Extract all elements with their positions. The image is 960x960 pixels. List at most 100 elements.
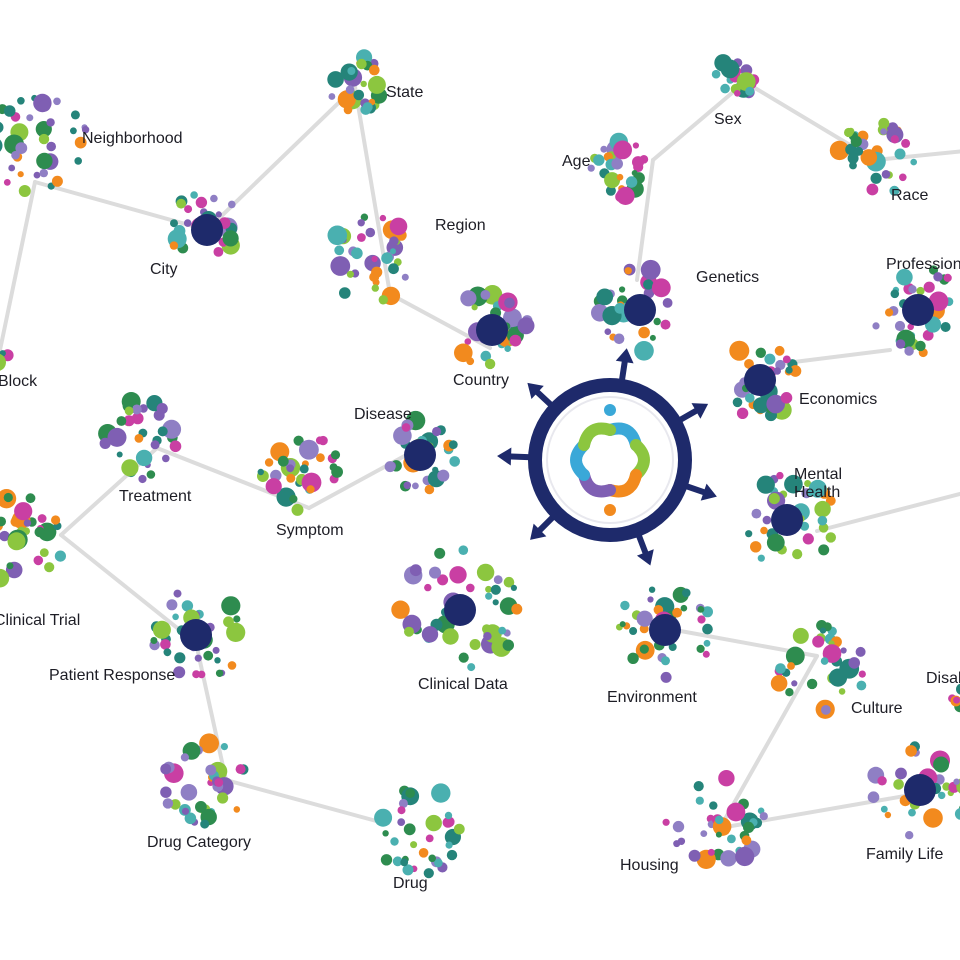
cluster-dot	[881, 170, 891, 179]
cluster-mental-health[interactable]	[745, 471, 836, 562]
cluster-dot	[720, 850, 737, 867]
cluster-dot	[880, 805, 888, 813]
cluster-dot	[327, 225, 348, 246]
label-drug[interactable]: Drug	[393, 875, 428, 893]
cluster-dot	[160, 639, 171, 650]
label-neighborhood[interactable]: Neighborhood	[82, 130, 183, 148]
label-symptom[interactable]: Symptom	[276, 522, 344, 540]
cluster-dot	[922, 329, 934, 341]
cluster-block[interactable]	[0, 343, 14, 390]
label-sex[interactable]: Sex	[714, 111, 742, 129]
cluster-disability[interactable]	[948, 670, 960, 713]
label-age[interactable]: Age	[562, 153, 590, 171]
cluster-dot	[131, 404, 142, 415]
cluster-clinical-data[interactable]	[391, 545, 523, 672]
node-hub-city[interactable]	[191, 214, 223, 246]
node-hub-economics[interactable]	[744, 364, 776, 396]
cluster-drug[interactable]	[374, 783, 465, 879]
cluster-dot	[649, 334, 656, 341]
label-environment[interactable]: Environment	[607, 689, 697, 707]
node-hub-profession[interactable]	[902, 294, 934, 326]
node-hub-clinical-data[interactable]	[444, 594, 476, 626]
cluster-housing[interactable]	[662, 770, 768, 870]
label-housing[interactable]: Housing	[620, 857, 679, 875]
cluster-age[interactable]	[587, 132, 649, 205]
cluster-dot	[432, 426, 442, 437]
label-culture[interactable]: Culture	[851, 700, 903, 718]
cluster-dot	[360, 213, 369, 221]
cluster-dot	[492, 599, 499, 606]
label-city[interactable]: City	[150, 261, 178, 279]
label-disability[interactable]: Disability	[926, 670, 960, 688]
cluster-dot	[915, 340, 926, 352]
cluster-city[interactable]	[167, 191, 240, 257]
cluster-sex[interactable]	[711, 54, 760, 99]
cluster-state[interactable]	[327, 49, 388, 115]
cluster-dot	[697, 615, 706, 624]
cluster-dot	[18, 185, 31, 197]
node-hub-disease[interactable]	[404, 439, 436, 471]
node-hub-genetics[interactable]	[624, 294, 656, 326]
cluster-dot	[483, 632, 492, 641]
cluster-disease[interactable]	[384, 410, 461, 495]
cluster-dot	[899, 173, 907, 182]
cluster-dot	[449, 456, 461, 467]
cluster-dot	[369, 272, 380, 282]
node-hub-mental-health[interactable]	[771, 504, 803, 536]
cluster-region[interactable]	[327, 213, 409, 306]
label-line: Environment	[607, 689, 697, 706]
label-disease[interactable]: Disease	[354, 406, 412, 424]
cluster-dot	[677, 837, 686, 845]
cluster-dot	[707, 848, 715, 856]
cluster-dot	[482, 285, 503, 305]
label-genetics[interactable]: Genetics	[696, 269, 759, 287]
label-family-life[interactable]: Family Life	[866, 846, 943, 864]
cluster-dot	[405, 788, 416, 798]
label-treatment[interactable]: Treatment	[119, 488, 191, 506]
cluster-dot	[46, 118, 55, 127]
label-region[interactable]: Region	[435, 217, 486, 235]
cluster-dot	[736, 72, 756, 91]
cluster-dot	[638, 326, 650, 339]
cluster-dot	[444, 811, 453, 820]
cluster-dot	[755, 347, 766, 358]
label-clinical-trial[interactable]: Clinical Trial	[0, 612, 80, 630]
label-profession[interactable]: Profession	[886, 256, 960, 274]
cluster-race[interactable]	[829, 117, 917, 196]
label-block[interactable]: Block	[0, 373, 37, 391]
label-economics[interactable]: Economics	[799, 391, 877, 409]
node-hub-patient-response[interactable]	[180, 619, 212, 651]
cluster-dot	[907, 323, 914, 331]
label-drug-category[interactable]: Drug Category	[147, 834, 251, 852]
node-hub-family-life[interactable]	[904, 774, 936, 806]
cluster-dot	[228, 200, 236, 209]
cluster-dot	[180, 753, 189, 762]
node-hub-environment[interactable]	[649, 614, 681, 646]
cluster-profession[interactable]	[872, 265, 954, 358]
cluster-patient-response[interactable]	[149, 589, 246, 679]
cluster-dot	[702, 623, 713, 635]
label-country[interactable]: Country	[453, 372, 509, 390]
cluster-treatment[interactable]	[98, 392, 182, 484]
node-hub-country[interactable]	[476, 314, 508, 346]
cluster-genetics[interactable]	[591, 259, 673, 361]
cluster-dot	[301, 472, 322, 493]
label-clinical-data[interactable]: Clinical Data	[418, 676, 508, 694]
cluster-economics[interactable]	[729, 340, 802, 422]
cluster-clinical-trial[interactable]	[0, 489, 66, 588]
cluster-family-life[interactable]	[867, 741, 960, 840]
cluster-symptom[interactable]	[257, 435, 343, 516]
label-patient-response[interactable]: Patient Response	[49, 667, 175, 685]
cluster-dot	[170, 219, 178, 228]
cluster-dot	[412, 482, 419, 490]
cluster-drug-category[interactable]	[160, 733, 249, 829]
cluster-dot	[787, 662, 795, 670]
cluster-culture[interactable]	[770, 620, 867, 719]
cluster-country[interactable]	[454, 285, 535, 370]
cluster-environment[interactable]	[616, 586, 713, 683]
label-state[interactable]: State	[386, 84, 423, 102]
cluster-neighborhood[interactable]	[0, 93, 90, 197]
central-hub[interactable]	[528, 378, 692, 542]
label-race[interactable]: Race	[891, 187, 928, 205]
